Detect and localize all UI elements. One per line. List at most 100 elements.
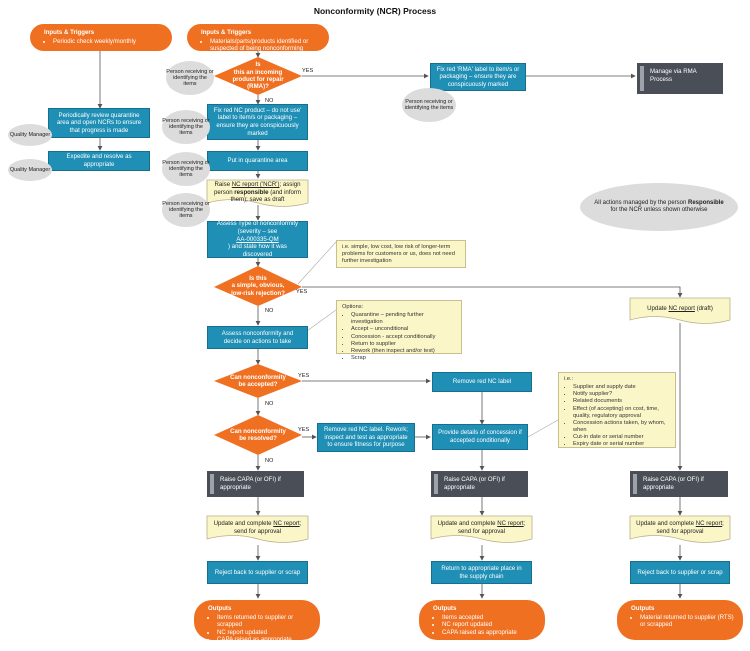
doc-update-complete-right: Update and complete NC report; send for …: [631, 520, 729, 538]
role-person-1: Person receiving or identifying the item…: [166, 61, 214, 95]
nc-report-link-draft[interactable]: NC report: [668, 305, 695, 312]
role-person-4: Person receiving or identifying the item…: [162, 152, 210, 186]
raise-ncr-responsible: responsible: [234, 188, 269, 196]
trigger-nonconforming: Inputs & Triggers Materials/parts/produc…: [187, 24, 329, 53]
decision-incoming-yes: YES: [302, 68, 314, 74]
doc-update-complete-middle: Update and complete NC report; send for …: [432, 520, 531, 538]
options-heading: Options:: [342, 304, 364, 310]
role-person-text: Person receiving or identifying the item…: [162, 117, 210, 137]
raise-ncr-pre: Raise: [214, 181, 232, 188]
outputs-middle-heading: Outputs: [433, 605, 457, 612]
step-concession: Provide details of concession if accepte…: [432, 424, 528, 450]
assess-type-pre: Assess Type of nonconformity (severity –…: [216, 220, 299, 236]
severity-doc-link[interactable]: AA-000335-QM: [236, 235, 279, 243]
doc-update-draft: Update NC report (draft): [631, 305, 729, 317]
trigger-nonconforming-heading: Inputs & Triggers: [201, 29, 252, 36]
option-item: Return to supplier: [351, 341, 456, 348]
step-expedite: Expedite and resolve as appropriate: [48, 151, 150, 171]
step-review-quarantine-text: Periodically review quarantine area and …: [56, 111, 142, 134]
step-review-quarantine: Periodically review quarantine area and …: [48, 108, 150, 138]
option-item: Quarantine – pending further investigati…: [351, 312, 456, 326]
outputs-middle: Outputs Items accepted NC report updated…: [419, 600, 545, 640]
dark-bar-decoration: [210, 474, 214, 494]
step-reject-scrap-left: Reject back to supplier or scrap: [207, 561, 308, 584]
step-fix-rma-text: Fix red 'RMA' label to item/s or packagi…: [436, 65, 520, 88]
outputs-right-item: Material returned to supplier (RTS) or s…: [640, 614, 734, 629]
decision-simple-main: a simple, obvious, low-risk rejection?: [231, 282, 285, 297]
step-raise-capa-right: Raise CAPA (or OFI) if appropriate: [630, 471, 728, 497]
reject-scrap-left-text: Reject back to supplier or scrap: [214, 568, 301, 576]
trigger-periodic-item: Periodic check weekly/monthly: [53, 38, 163, 46]
decision-incoming-pre: Is: [255, 61, 261, 69]
step-reject-scrap-right: Reject back to supplier or scrap: [630, 561, 730, 584]
role-person-text: Person receiving or identifying the item…: [404, 98, 454, 111]
option-item: Scrap: [351, 355, 456, 362]
concession-detail-item: Cut-in date or serial number: [573, 434, 670, 441]
option-item: Accept – unconditional: [351, 326, 456, 333]
trigger-nonconforming-item: Materials/parts/products identified or s…: [210, 38, 320, 53]
decision-accepted-no: NO: [265, 401, 274, 407]
role-person-text: Person receiving or identifying the item…: [162, 159, 210, 179]
update-complete-post: ; send for approval: [457, 520, 526, 535]
step-remove-label-text: Remove red NC label: [452, 378, 512, 386]
outputs-right: Outputs Material returned to supplier (R…: [617, 600, 743, 640]
step-remove-label: Remove red NC label: [432, 372, 532, 392]
trigger-periodic: Inputs & Triggers Periodic check weekly/…: [30, 24, 172, 51]
update-complete-pre: Update and complete: [213, 520, 274, 527]
raise-capa-middle-text: Raise CAPA (or OFI) if appropriate: [444, 476, 505, 491]
nc-report-link-middle[interactable]: NC report: [497, 520, 524, 527]
role-person-5: Person receiving or identifying the item…: [162, 193, 210, 227]
outputs-left-item: CAPA raised as appropriate: [217, 636, 311, 644]
step-remove-rework: Remove red NC label. Rework; inspect and…: [317, 423, 415, 452]
step-raise-capa-middle: Raise CAPA (or OFI) if appropriate: [431, 471, 528, 497]
doc-update-complete-left: Update and complete NC report; send for …: [208, 520, 307, 538]
nc-report-link-left[interactable]: NC report: [273, 520, 300, 527]
decision-resolved-main: Can nonconformity be resolved?: [230, 427, 286, 442]
concession-detail-item: Effect (of accepting) on cost, time, qua…: [573, 406, 670, 420]
assess-type-post: ) and state how it was discovered: [228, 243, 287, 258]
step-assess-decide: Assess nonconformity and decide on actio…: [207, 326, 308, 349]
responsible-note-bold: Responsible: [688, 200, 724, 207]
decision-simple-pre: Is this: [249, 275, 267, 283]
step-manage-rma-text: Manage via RMA Process: [650, 68, 697, 83]
step-fix-rma-label: Fix red 'RMA' label to item/s or packagi…: [430, 63, 526, 91]
doc-raise-ncr: Raise NC report ('NCR'); assign person r…: [208, 181, 307, 203]
step-manage-rma: Manage via RMA Process: [637, 63, 723, 94]
return-place-text: Return to appropriate place in the suppl…: [441, 564, 522, 580]
outputs-middle-item: Items accepted: [442, 614, 536, 622]
note-options: Options: Quarantine – pending further in…: [336, 300, 462, 361]
nc-report-link-right[interactable]: NC report: [695, 520, 723, 527]
option-item: Concession - accept conditionally: [351, 334, 456, 341]
step-fix-nc-label: Fix red NC product – do not use' label t…: [207, 104, 308, 140]
decision-accepted-main: Can nonconformity be accepted?: [230, 373, 286, 388]
step-quarantine: Put in quarantine area: [207, 151, 308, 171]
dark-bar-decoration: [640, 66, 644, 91]
raise-capa-left-text: Raise CAPA (or OFI) if appropriate: [220, 476, 281, 491]
step-raise-capa-left: Raise CAPA (or OFI) if appropriate: [207, 471, 304, 497]
decision-incoming-main: this an incoming product for repair (RMA…: [232, 68, 284, 91]
step-return-place: Return to appropriate place in the suppl…: [431, 561, 532, 584]
concession-details-heading: i.e.:: [564, 376, 574, 382]
step-quarantine-text: Put in quarantine area: [227, 157, 288, 165]
concession-detail-item: Concession actions taken, by whom, when: [573, 420, 670, 434]
outputs-right-heading: Outputs: [631, 605, 655, 612]
concession-detail-item: Supplier and supply date: [573, 384, 670, 391]
note-concession-details: i.e.: Supplier and supply date Notify su…: [558, 372, 676, 448]
update-complete-pre: Update and complete: [636, 520, 696, 527]
ncr-report-link[interactable]: NC report ('NCR'): [231, 181, 280, 188]
step-remove-rework-text: Remove red NC label. Rework; inspect and…: [324, 426, 408, 449]
update-draft-pre: Update: [647, 305, 669, 312]
decision-simple-yes: YES: [296, 289, 308, 295]
raise-ncr-mid: ; assign person: [213, 181, 301, 196]
outputs-middle-item: CAPA raised as appropriate: [442, 629, 536, 637]
role-quality-manager-1: Quality Manager: [8, 124, 52, 146]
decision-simple-no: NO: [265, 308, 274, 314]
outputs-left-item: Items returned to supplier or scrapped: [217, 614, 311, 629]
trigger-periodic-heading: Inputs & Triggers: [44, 29, 95, 36]
decision-resolved-no: NO: [265, 458, 274, 464]
decision-incoming-no: NO: [265, 98, 274, 104]
update-draft-post: (draft): [694, 305, 713, 312]
decision-can-resolve: Can nonconformity be resolved?: [228, 423, 288, 447]
